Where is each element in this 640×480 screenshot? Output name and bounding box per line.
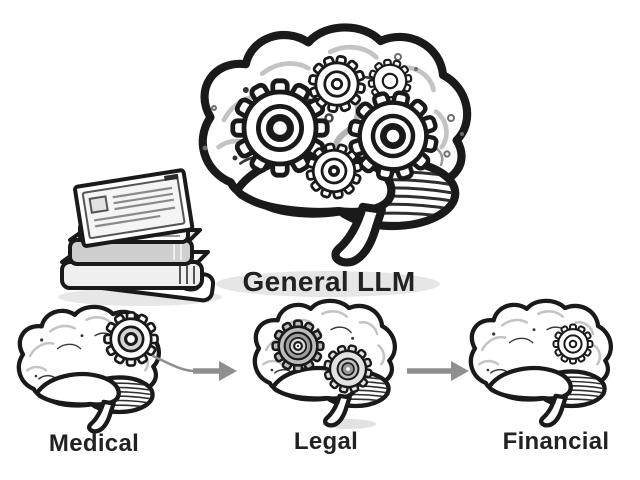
medical-brain	[19, 307, 159, 431]
label-medical: Medical	[48, 430, 140, 457]
general-label-shadow	[216, 271, 440, 297]
arrowhead-icon	[219, 361, 237, 381]
books-icon	[60, 168, 216, 303]
legal-brain	[255, 301, 395, 425]
label-general-llm: General LLM	[242, 266, 416, 297]
arrowhead-icon	[451, 361, 469, 381]
financial-brain	[471, 301, 611, 425]
general-llm-brain	[203, 27, 468, 262]
brain-texture-dots	[202, 53, 464, 167]
screen-icon	[73, 168, 195, 248]
arrow-medical-to-legal	[151, 354, 237, 381]
label-financial: Financial	[502, 428, 610, 455]
arrow-legal-to-financial	[407, 361, 469, 381]
label-legal: Legal	[293, 428, 359, 455]
brain-icon	[471, 301, 611, 425]
